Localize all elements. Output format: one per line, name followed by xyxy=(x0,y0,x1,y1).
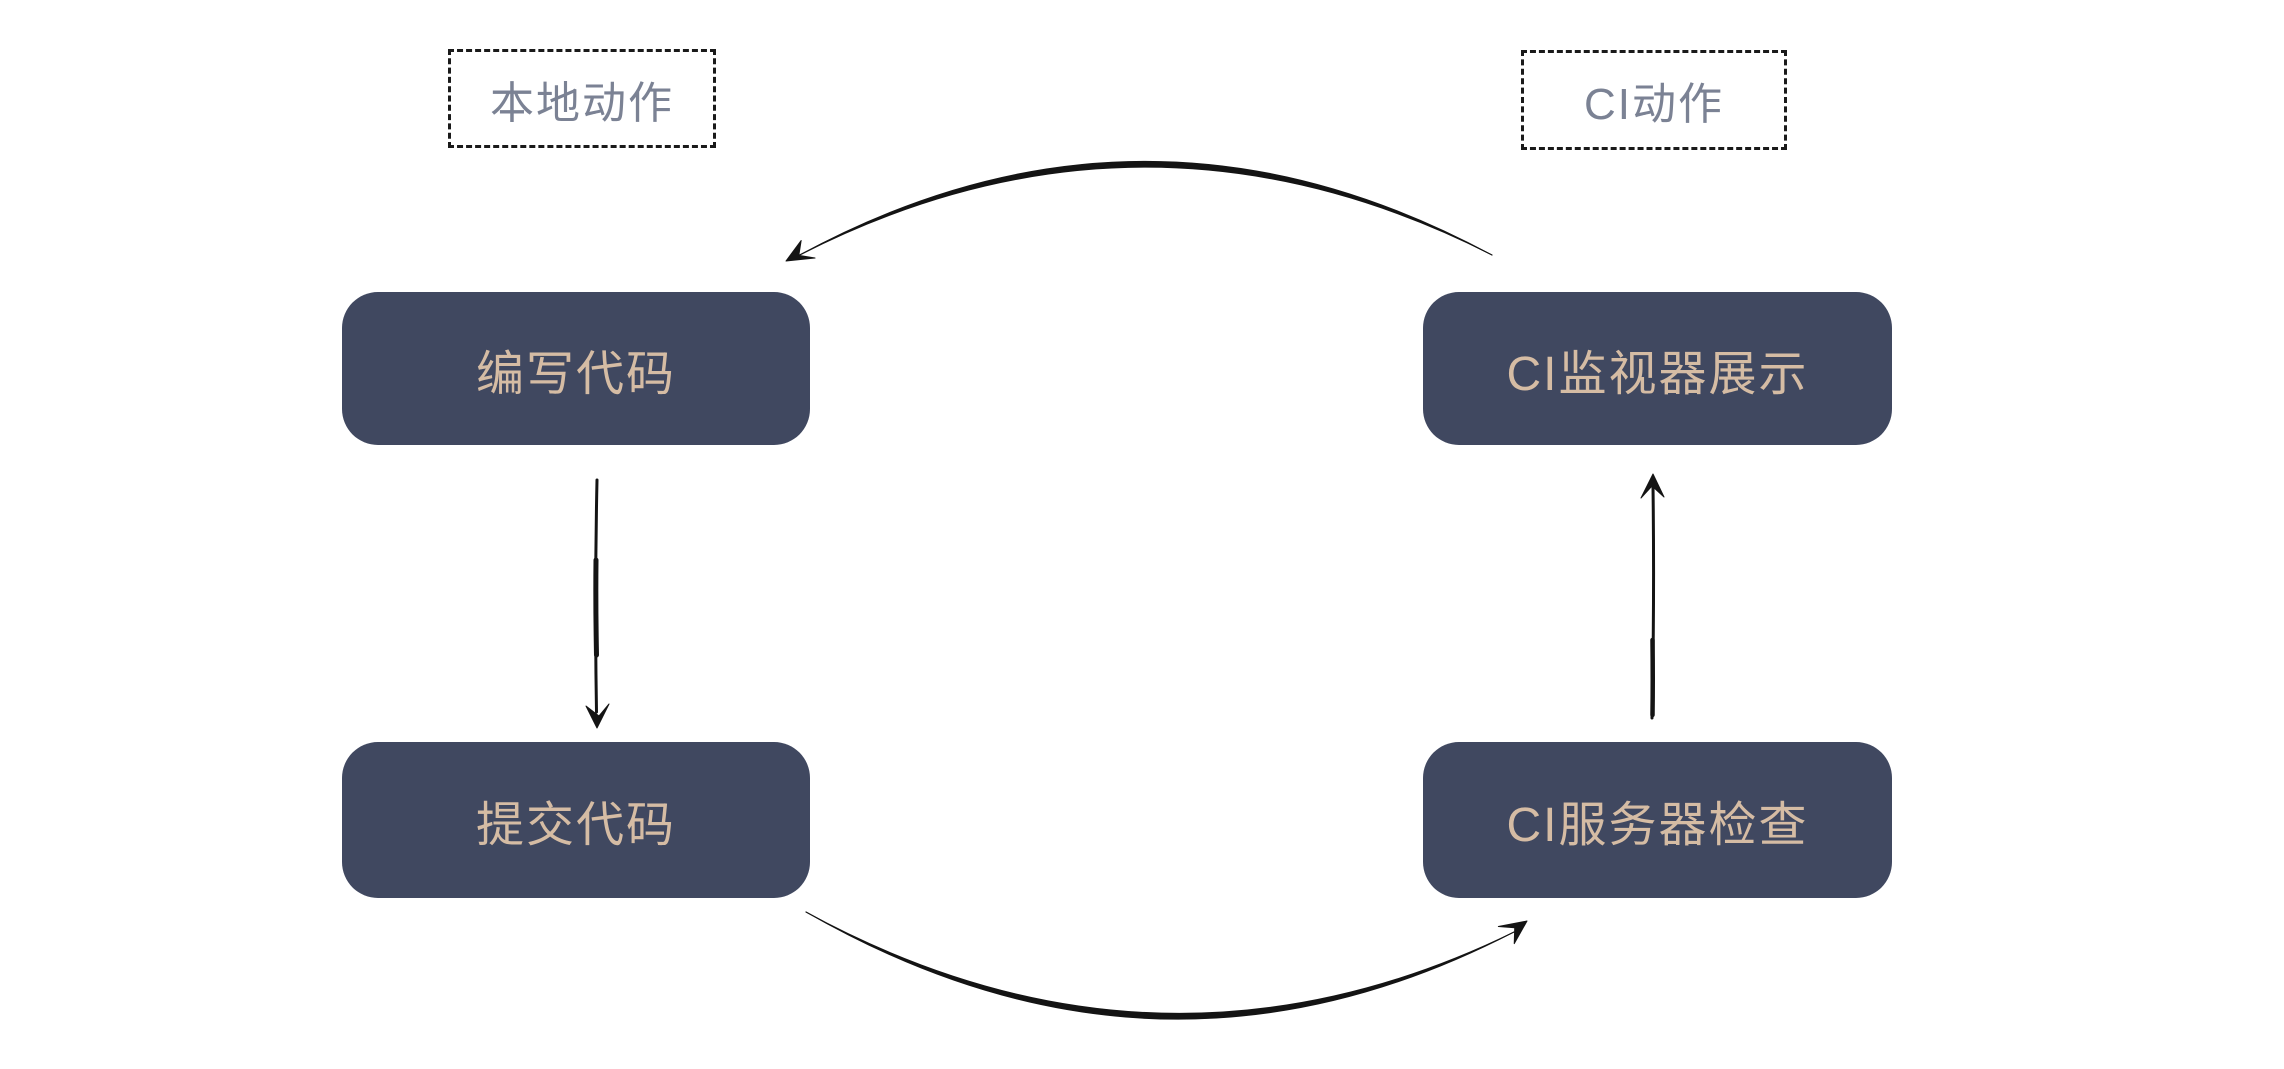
node-ci-monitor-display: CI监视器展示 xyxy=(1423,292,1892,445)
group-label-local-actions: 本地动作 xyxy=(448,49,716,148)
node-commit-code: 提交代码 xyxy=(342,742,810,898)
node-ci-server-check-label: CI服务器检查 xyxy=(1506,799,1809,852)
node-commit-code-label: 提交代码 xyxy=(475,799,676,852)
node-ci-server-check: CI服务器检查 xyxy=(1423,742,1892,898)
group-label-ci-actions-text: CI动作 xyxy=(1584,80,1724,129)
node-ci-monitor-display-label: CI监视器展示 xyxy=(1506,347,1809,401)
arrow-ci-server-check-to-ci-monitor-display xyxy=(1640,473,1665,720)
node-write-code: 编写代码 xyxy=(342,292,810,445)
group-label-local-actions-text: 本地动作 xyxy=(490,78,674,128)
node-write-code-label: 编写代码 xyxy=(475,347,676,401)
arrow-commit-code-to-ci-server-check xyxy=(805,911,1528,1020)
arrow-write-code-to-commit-code xyxy=(585,478,610,729)
arrow-ci-monitor-to-write-code xyxy=(785,160,1493,262)
group-label-ci-actions: CI动作 xyxy=(1521,50,1787,150)
